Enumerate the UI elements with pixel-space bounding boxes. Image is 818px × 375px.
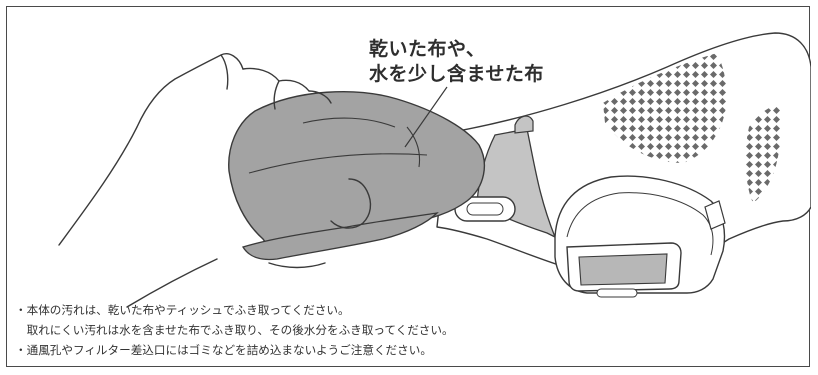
filter-slot bbox=[704, 200, 726, 230]
cloth-callout: 乾いた布や、 水を少し含ませた布 bbox=[369, 37, 544, 87]
care-notes: ・本体の汚れは、乾いた布やティッシュでふき取ってください。 取れにくい汚れは水を… bbox=[15, 300, 454, 360]
illustration-panel: 乾いた布や、 水を少し含ませた布 ・本体の汚れは、乾いた布やティッシュでふき取っ… bbox=[6, 6, 811, 367]
note-line: 取れにくい汚れは水を含ませた布でふき取り、その後水分をふき取ってください。 bbox=[15, 323, 454, 337]
note-line: ・通風孔やフィルター差込口にはゴミなどを詰め込まないようご注意ください。 bbox=[15, 343, 432, 357]
cleaning-illustration bbox=[58, 32, 811, 308]
callout-leader-line bbox=[404, 86, 448, 148]
vent-grid-side bbox=[745, 105, 781, 203]
callout-line-1: 乾いた布や、 bbox=[369, 38, 486, 60]
treatment-window bbox=[566, 242, 682, 298]
callout-line-2: 水を少し含ませた布 bbox=[369, 63, 544, 85]
hand bbox=[58, 53, 372, 308]
note-line: ・本体の汚れは、乾いた布やティッシュでふき取ってください。 bbox=[15, 303, 350, 317]
vent-grid-top bbox=[603, 53, 727, 163]
